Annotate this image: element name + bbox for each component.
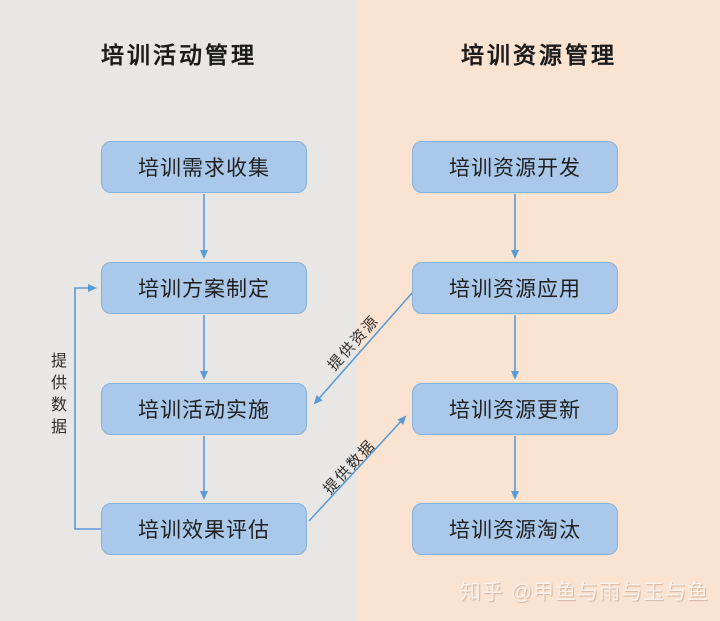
node-training-needs-collection: 培训需求收集	[101, 141, 307, 193]
left-section-title: 培训活动管理	[101, 42, 257, 68]
node-training-resource-application: 培训资源应用	[412, 262, 618, 314]
node-training-resource-retirement: 培训资源淘汰	[412, 503, 618, 555]
edge-label-feedback-loop: 提供数据	[48, 352, 65, 440]
node-training-resource-update: 培训资源更新	[412, 383, 618, 435]
node-training-plan-formulation: 培训方案制定	[101, 262, 307, 314]
right-section-title: 培训资源管理	[461, 42, 617, 68]
node-training-activity-implementation: 培训活动实施	[101, 383, 307, 435]
node-training-resource-development: 培训资源开发	[412, 141, 618, 193]
zhihu-watermark: 知乎 @甲鱼与雨与玉与鱼	[460, 581, 710, 604]
node-training-effect-evaluation: 培训效果评估	[101, 503, 307, 555]
